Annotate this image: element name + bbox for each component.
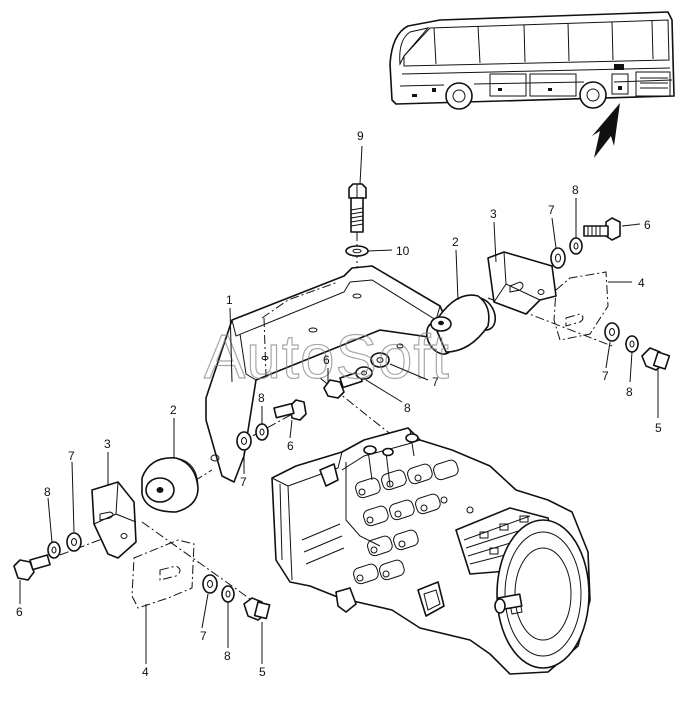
- callout-6-upper: 6: [644, 218, 651, 232]
- washer-part-10: [345, 245, 369, 257]
- callout-8-lower: 8: [44, 485, 51, 499]
- spacer-plate-part-4-upper: [553, 271, 609, 341]
- bolt-part-6-upper: [583, 217, 621, 241]
- callout-4-lower: 4: [142, 665, 149, 679]
- callout-2-lower: 2: [170, 403, 177, 417]
- spacer-plate-part-4-lower: [131, 539, 195, 609]
- location-arrow-icon: [592, 103, 620, 158]
- bolt-part-5-right: [641, 347, 671, 371]
- angle-plate-part-3-upper: [487, 251, 557, 315]
- part-callouts: 1 2 2 3 3 4 4 5 5 6 6 6 6 7 7 7 7 7 7 8 …: [16, 129, 662, 679]
- callout-4-upper: 4: [638, 276, 645, 290]
- callout-7-lower: 7: [68, 449, 75, 463]
- callout-1: 1: [226, 293, 233, 307]
- callout-7-mid-center: 7: [432, 375, 439, 389]
- callout-7-upper: 7: [548, 203, 555, 217]
- angle-plate-part-3-lower: [91, 481, 137, 559]
- callout-8-mid-center: 8: [404, 401, 411, 415]
- callout-8-bottom: 8: [224, 649, 231, 663]
- callout-6-mid-left: 6: [323, 353, 330, 367]
- leader-lines: [19, 145, 659, 664]
- rubber-mount-part-2-lower: [141, 457, 199, 513]
- callout-3-upper: 3: [490, 207, 497, 221]
- callout-8-mid: 8: [258, 391, 265, 405]
- vertical-bolt-part-9: [348, 183, 367, 233]
- callout-5-upper: 5: [655, 421, 662, 435]
- callout-2-upper: 2: [452, 235, 459, 249]
- gearbox-assembly: [271, 427, 591, 675]
- callout-7-bottom: 7: [200, 629, 207, 643]
- bus-locator-illustration: [389, 11, 675, 158]
- callout-10: 10: [396, 244, 410, 258]
- callout-5-lower: 5: [259, 665, 266, 679]
- bolt-part-6-mid: [273, 399, 307, 421]
- callout-6-lower: 6: [16, 605, 23, 619]
- callout-3-lower: 3: [104, 437, 111, 451]
- callout-9: 9: [357, 129, 364, 143]
- watermark-text: AutoSoft: [204, 323, 450, 392]
- rubber-mount-part-2-upper: [425, 294, 497, 355]
- callout-8-upper: 8: [572, 183, 579, 197]
- bolt-part-6-lower: [13, 554, 51, 581]
- callout-7-mid: 7: [240, 475, 247, 489]
- bolt-part-5-lower: [243, 597, 271, 621]
- callout-7-right: 7: [602, 369, 609, 383]
- callout-8-right: 8: [626, 385, 633, 399]
- callout-6-mid: 6: [287, 439, 294, 453]
